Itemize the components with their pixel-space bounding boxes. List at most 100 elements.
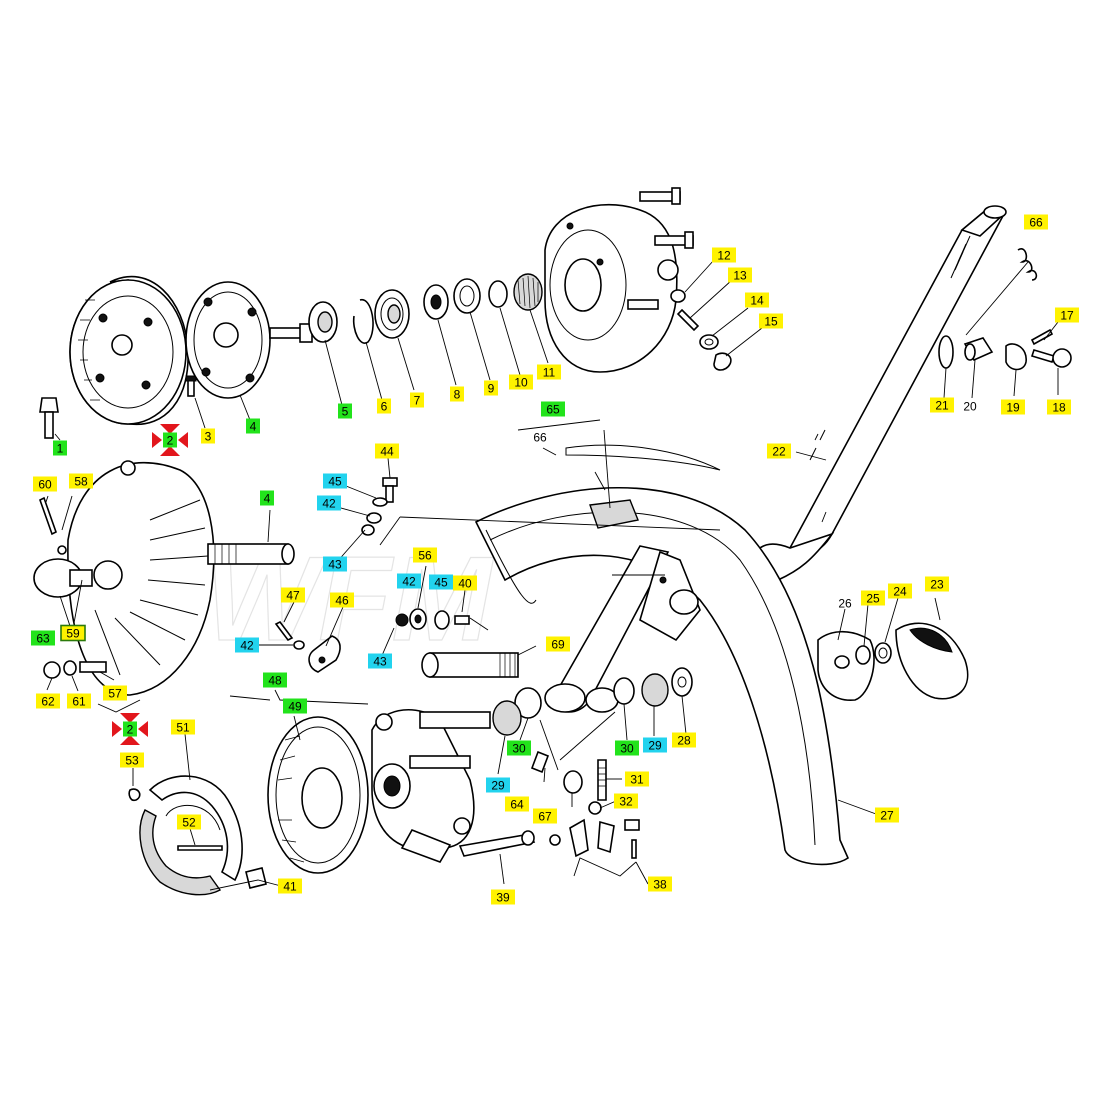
- label-highlight: [278, 878, 302, 894]
- label-highlight: [377, 398, 391, 414]
- label-text: 17: [1060, 309, 1074, 323]
- label-text: 24: [893, 585, 907, 599]
- label-text: 43: [373, 655, 387, 669]
- part-label-30: 30: [507, 740, 531, 756]
- part-label-24: 24: [888, 583, 912, 599]
- part-label-17: 17: [1055, 307, 1079, 323]
- label-text: 42: [240, 639, 254, 653]
- dust-cap: [938, 335, 954, 369]
- part-label-4: 4: [246, 418, 260, 434]
- label-text: 44: [380, 445, 394, 459]
- label-text: 6: [381, 400, 388, 414]
- label-highlight: [450, 386, 464, 402]
- label-highlight: [1047, 399, 1071, 415]
- part-label-64: 64: [505, 796, 529, 812]
- part-label-39: 39: [491, 889, 515, 905]
- part-label-30: 30: [615, 740, 639, 756]
- label-text: 27: [880, 809, 894, 823]
- label-text: 31: [630, 773, 644, 787]
- part-label-15: 15: [759, 313, 783, 329]
- label-highlight: [767, 443, 791, 459]
- label-text: 8: [454, 388, 461, 402]
- label-highlight: [120, 752, 144, 768]
- label-highlight: [323, 556, 347, 572]
- label-text: 19: [1006, 401, 1020, 415]
- label-highlight: [163, 432, 177, 448]
- part-label-14: 14: [745, 292, 769, 308]
- label-highlight: [368, 653, 392, 669]
- label-highlight: [533, 808, 557, 824]
- inner-race: [488, 280, 508, 308]
- label-highlight: [509, 374, 533, 390]
- label-text: 29: [648, 739, 662, 753]
- label-text: 57: [108, 687, 122, 701]
- bearing-race: [423, 284, 449, 320]
- toothed-washer: [395, 613, 409, 627]
- label-text: 2: [127, 723, 134, 737]
- part-label-56: 56: [413, 547, 437, 563]
- screw-pin: [39, 496, 57, 536]
- label-highlight: [413, 547, 437, 563]
- brake-shaft: [207, 543, 295, 565]
- part-label-20: 20: [963, 400, 977, 414]
- label-highlight: [491, 889, 515, 905]
- key: [1030, 348, 1072, 368]
- oil-seal: [308, 301, 338, 343]
- part-label-9: 9: [484, 380, 498, 396]
- label-highlight: [283, 698, 307, 714]
- part-label-48: 48: [263, 672, 287, 688]
- label-text: 10: [514, 376, 528, 390]
- part-label-38: 38: [648, 876, 672, 892]
- part-label-69: 69: [546, 636, 570, 652]
- nut-32: [588, 801, 602, 815]
- part-label-43: 43: [323, 556, 347, 572]
- label-highlight: [507, 740, 531, 756]
- label-highlight: [484, 380, 498, 396]
- label-text: 21: [935, 399, 949, 413]
- label-highlight: [930, 397, 954, 413]
- label-highlight: [1024, 214, 1048, 230]
- label-highlight: [925, 576, 949, 592]
- brake-anchor-plate: [267, 716, 369, 874]
- label-text: 1: [57, 442, 64, 456]
- washers-45-42: [361, 497, 388, 536]
- part-label-5: 5: [338, 403, 352, 419]
- label-text: 51: [176, 721, 190, 735]
- part-label-2: 2: [163, 432, 177, 448]
- label-highlight: [103, 685, 127, 701]
- label-highlight: [177, 814, 201, 830]
- nut-62: [43, 661, 61, 679]
- spindle: [421, 652, 519, 678]
- label-text: 42: [322, 497, 336, 511]
- bushing: [963, 337, 994, 362]
- part-label-25: 25: [861, 590, 885, 606]
- needle-roller-right: [641, 673, 669, 707]
- label-highlight: [1001, 399, 1025, 415]
- label-highlight: [260, 490, 274, 506]
- part-label-4: 4: [260, 490, 274, 506]
- label-text: 4: [264, 492, 271, 506]
- label-text: 13: [733, 269, 747, 283]
- part-label-63: 63: [31, 630, 55, 646]
- damper-block: [895, 622, 969, 700]
- part-label-10: 10: [509, 374, 533, 390]
- spring: [1017, 248, 1038, 281]
- position-marker-top: [152, 424, 188, 456]
- label-highlight: [171, 719, 195, 735]
- bush-67: [563, 770, 583, 794]
- label-highlight: [60, 624, 86, 642]
- label-highlight: [614, 793, 638, 809]
- part-label-26: 26: [838, 597, 852, 611]
- label-text: 59: [66, 627, 80, 641]
- part-label-42: 42: [235, 637, 259, 653]
- label-text: 45: [434, 576, 448, 590]
- label-highlight: [330, 592, 354, 608]
- label-text: 52: [182, 816, 196, 830]
- label-text: 60: [38, 478, 52, 492]
- label-highlight: [123, 721, 137, 737]
- label-highlight: [375, 443, 399, 459]
- lever-set-38: [549, 818, 640, 859]
- part-label-29: 29: [643, 737, 667, 753]
- ring: [855, 645, 871, 665]
- part-label-19: 19: [1001, 399, 1025, 415]
